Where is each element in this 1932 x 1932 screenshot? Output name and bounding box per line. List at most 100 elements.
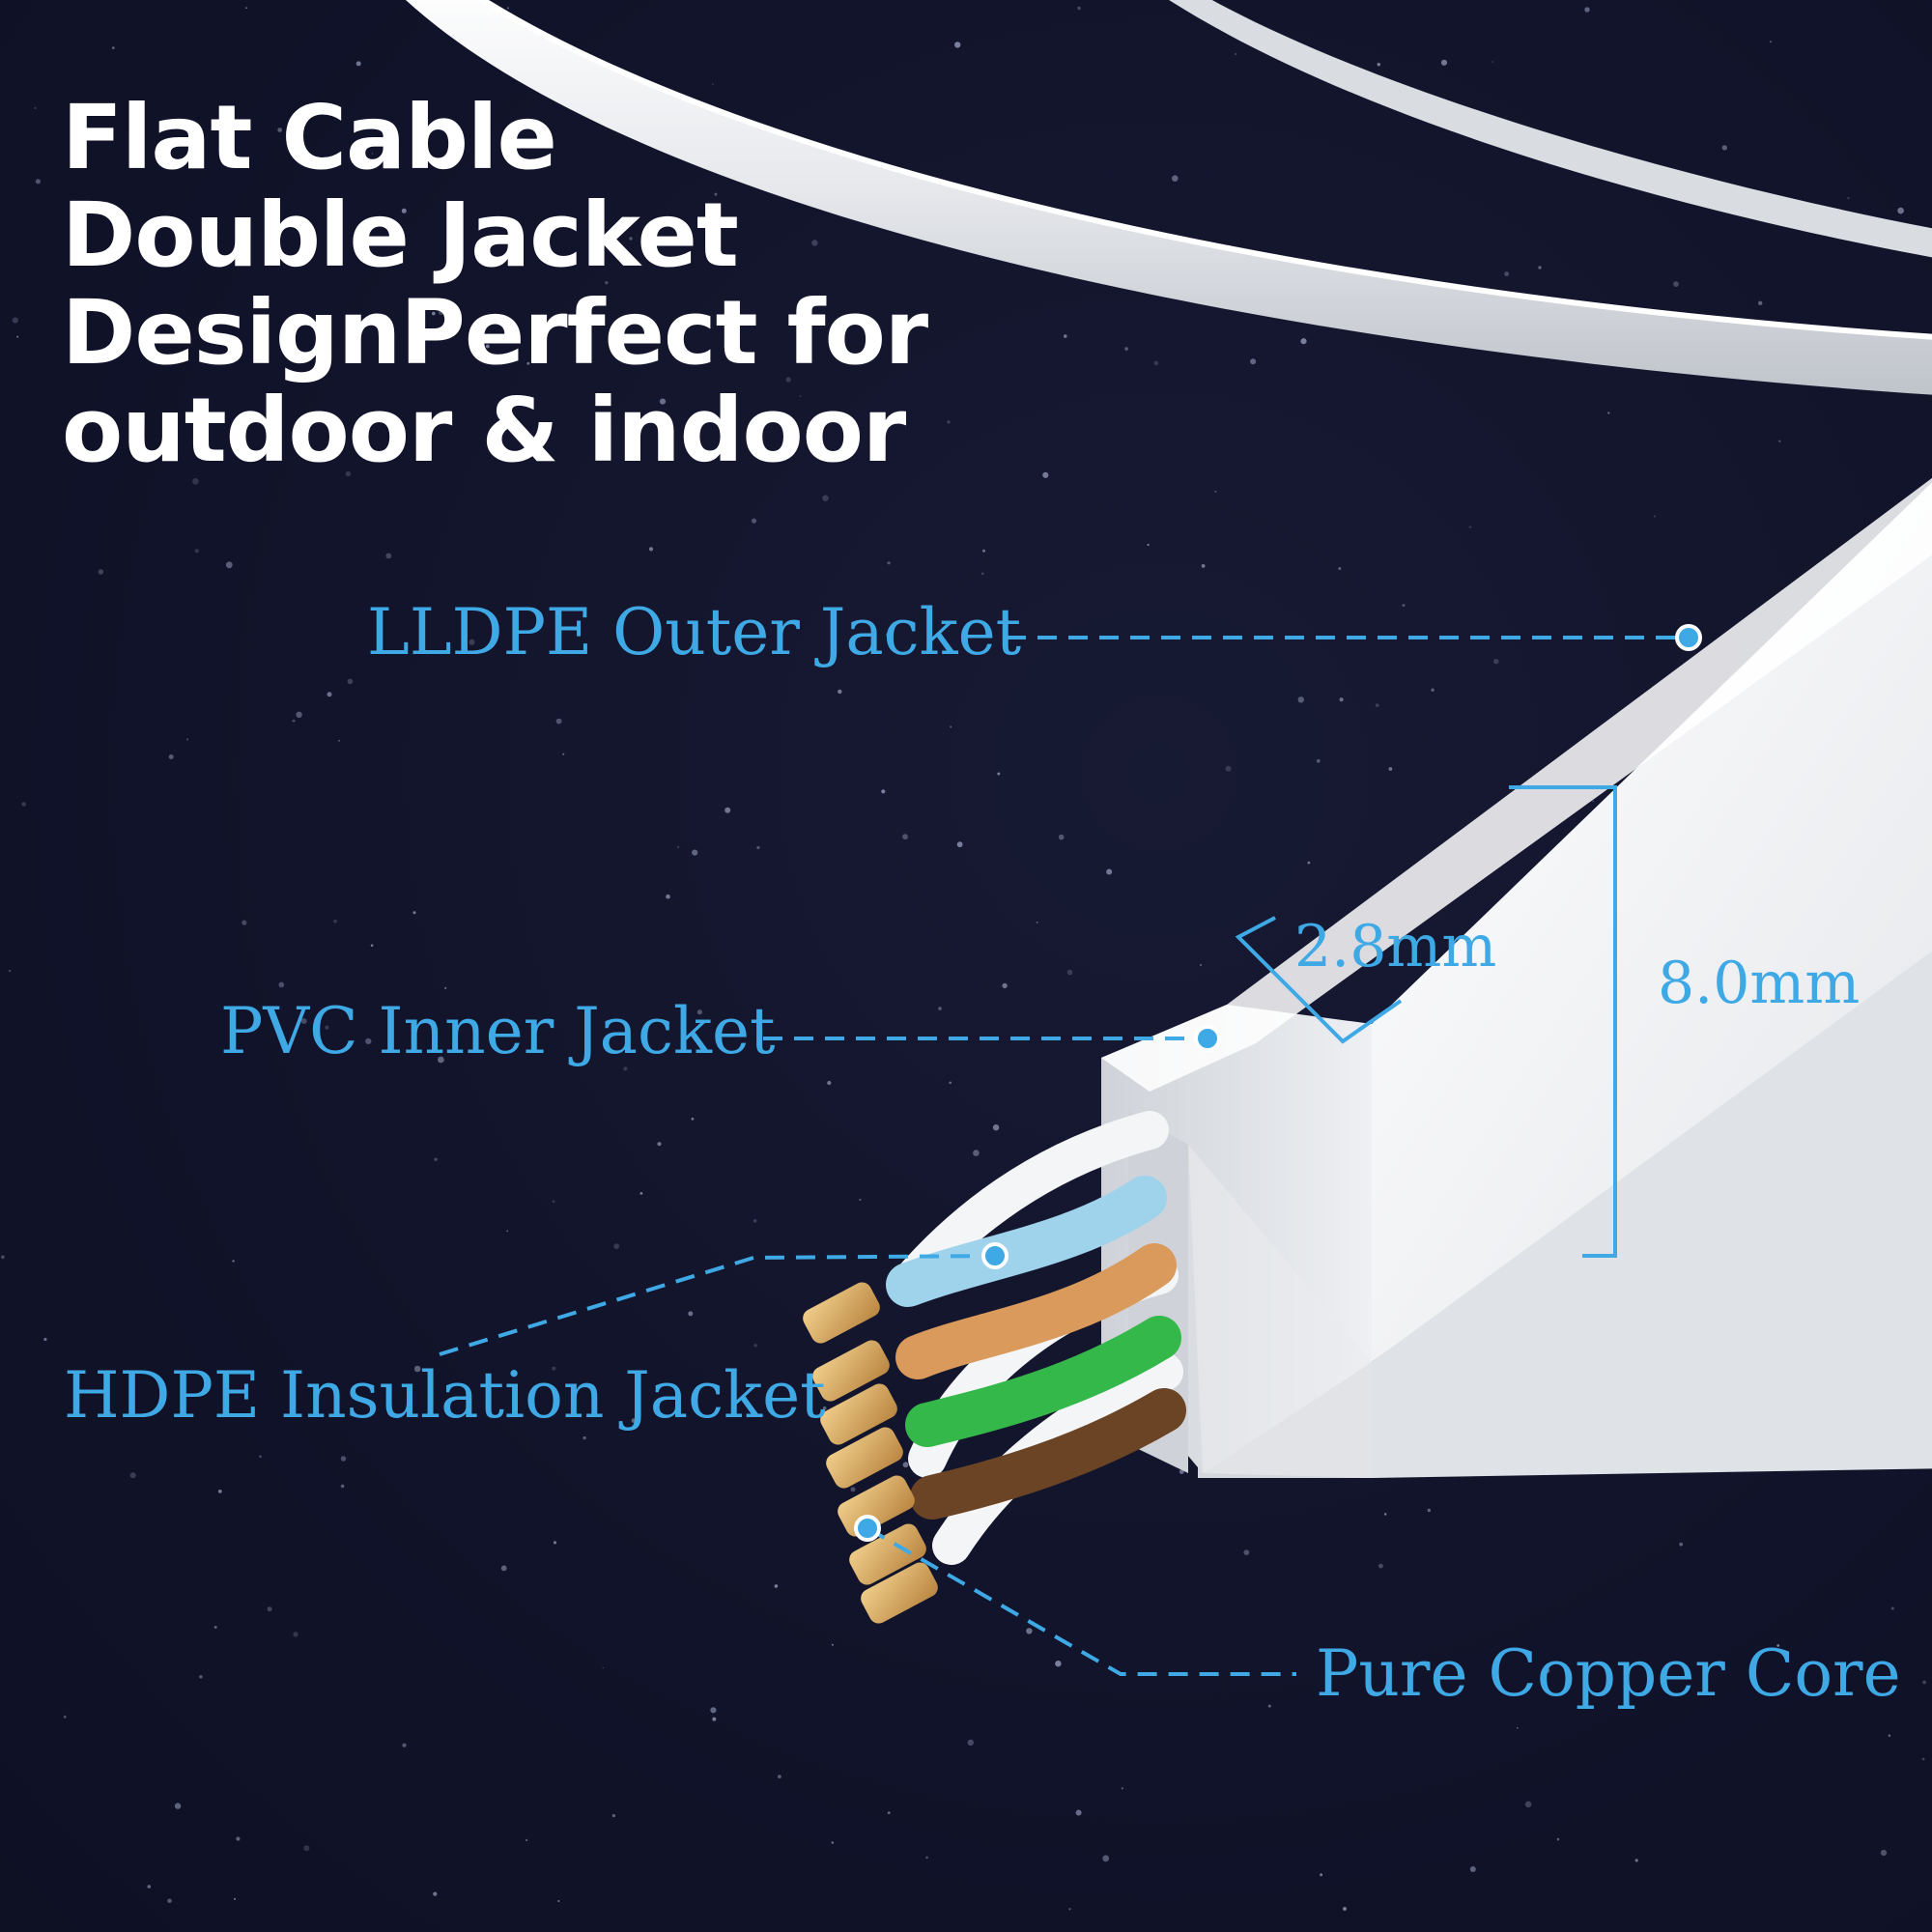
star bbox=[213, 1626, 217, 1629]
star bbox=[967, 1739, 974, 1747]
star bbox=[16, 335, 19, 338]
star bbox=[1172, 175, 1179, 182]
star bbox=[286, 256, 291, 261]
thickness-bracket bbox=[1235, 916, 1403, 1044]
star bbox=[1592, 800, 1595, 803]
star bbox=[657, 1142, 662, 1147]
star bbox=[950, 725, 952, 728]
star bbox=[35, 179, 42, 185]
star bbox=[811, 240, 818, 246]
star bbox=[1427, 1508, 1432, 1513]
inner-jacket-label: PVC Inner Jacket bbox=[220, 994, 776, 1068]
star bbox=[129, 1472, 136, 1479]
star bbox=[1316, 758, 1321, 763]
star bbox=[259, 1455, 262, 1458]
star bbox=[956, 841, 963, 848]
star bbox=[925, 1856, 928, 1860]
star bbox=[774, 1584, 779, 1588]
star bbox=[192, 478, 199, 485]
star bbox=[1607, 412, 1610, 414]
star bbox=[1584, 7, 1590, 13]
star bbox=[1002, 982, 1008, 989]
star bbox=[557, 1899, 560, 1903]
star bbox=[345, 470, 352, 477]
star bbox=[850, 1487, 856, 1492]
outer-jacket-dot bbox=[1675, 624, 1702, 651]
star bbox=[1431, 688, 1435, 692]
core-dot bbox=[854, 1515, 881, 1542]
star bbox=[1200, 963, 1203, 967]
star bbox=[1075, 1809, 1082, 1816]
star bbox=[1383, 1513, 1387, 1516]
star bbox=[1320, 1873, 1323, 1877]
star bbox=[174, 1803, 182, 1809]
star bbox=[8, 969, 12, 973]
star bbox=[485, 344, 490, 349]
outer-jacket-label: LLDPE Outer Jacket bbox=[367, 595, 1022, 669]
callout-dots bbox=[854, 624, 1702, 1542]
star bbox=[1066, 969, 1073, 976]
headline-line-3: DesignPerfect for bbox=[62, 281, 928, 384]
star bbox=[21, 802, 27, 807]
star bbox=[293, 1632, 298, 1637]
star bbox=[1770, 41, 1772, 43]
star bbox=[1307, 861, 1311, 865]
star bbox=[949, 1081, 952, 1085]
star bbox=[432, 311, 436, 316]
star bbox=[278, 981, 285, 988]
star bbox=[724, 807, 731, 813]
star bbox=[552, 1200, 555, 1204]
star bbox=[167, 1898, 172, 1904]
star bbox=[1378, 1563, 1383, 1569]
star bbox=[1026, 1628, 1033, 1634]
star bbox=[500, 1565, 507, 1572]
star bbox=[726, 445, 731, 449]
star bbox=[710, 1707, 717, 1714]
star bbox=[438, 1056, 444, 1064]
star bbox=[1201, 564, 1206, 568]
star bbox=[401, 208, 407, 213]
star bbox=[1124, 347, 1128, 351]
star bbox=[1102, 1855, 1110, 1862]
star bbox=[112, 46, 115, 49]
star bbox=[242, 920, 247, 925]
star bbox=[997, 772, 1001, 776]
star bbox=[1544, 1667, 1550, 1674]
star bbox=[1388, 767, 1393, 771]
star bbox=[1147, 543, 1150, 547]
star bbox=[267, 1606, 272, 1612]
inner-jacket-dot bbox=[1194, 1025, 1221, 1052]
star bbox=[296, 711, 302, 718]
star bbox=[688, 1311, 694, 1317]
star bbox=[753, 1219, 757, 1223]
star bbox=[639, 1192, 643, 1195]
star bbox=[623, 1066, 628, 1071]
star bbox=[1068, 1908, 1071, 1911]
star bbox=[666, 894, 670, 899]
star bbox=[602, 1666, 605, 1669]
star bbox=[1556, 1837, 1560, 1841]
star bbox=[887, 561, 891, 565]
star bbox=[831, 1841, 835, 1844]
thickness-dimension: 2.8mm bbox=[1294, 913, 1497, 980]
star bbox=[469, 639, 475, 645]
star bbox=[692, 849, 698, 856]
star bbox=[1375, 703, 1379, 707]
star bbox=[340, 1456, 347, 1462]
headline-line-2: Double Jacket bbox=[62, 184, 739, 287]
star bbox=[413, 1365, 421, 1373]
star bbox=[553, 1541, 557, 1545]
star bbox=[712, 1717, 717, 1721]
star bbox=[711, 83, 714, 85]
star bbox=[1440, 59, 1448, 66]
dimension-brackets bbox=[1235, 785, 1617, 1258]
star bbox=[613, 1243, 620, 1249]
star bbox=[887, 1811, 891, 1814]
star bbox=[1300, 338, 1307, 345]
star bbox=[886, 632, 893, 639]
star bbox=[992, 1124, 1000, 1131]
headline-line-1: Flat Cable bbox=[62, 86, 557, 189]
star bbox=[370, 944, 374, 947]
star bbox=[1847, 197, 1850, 200]
